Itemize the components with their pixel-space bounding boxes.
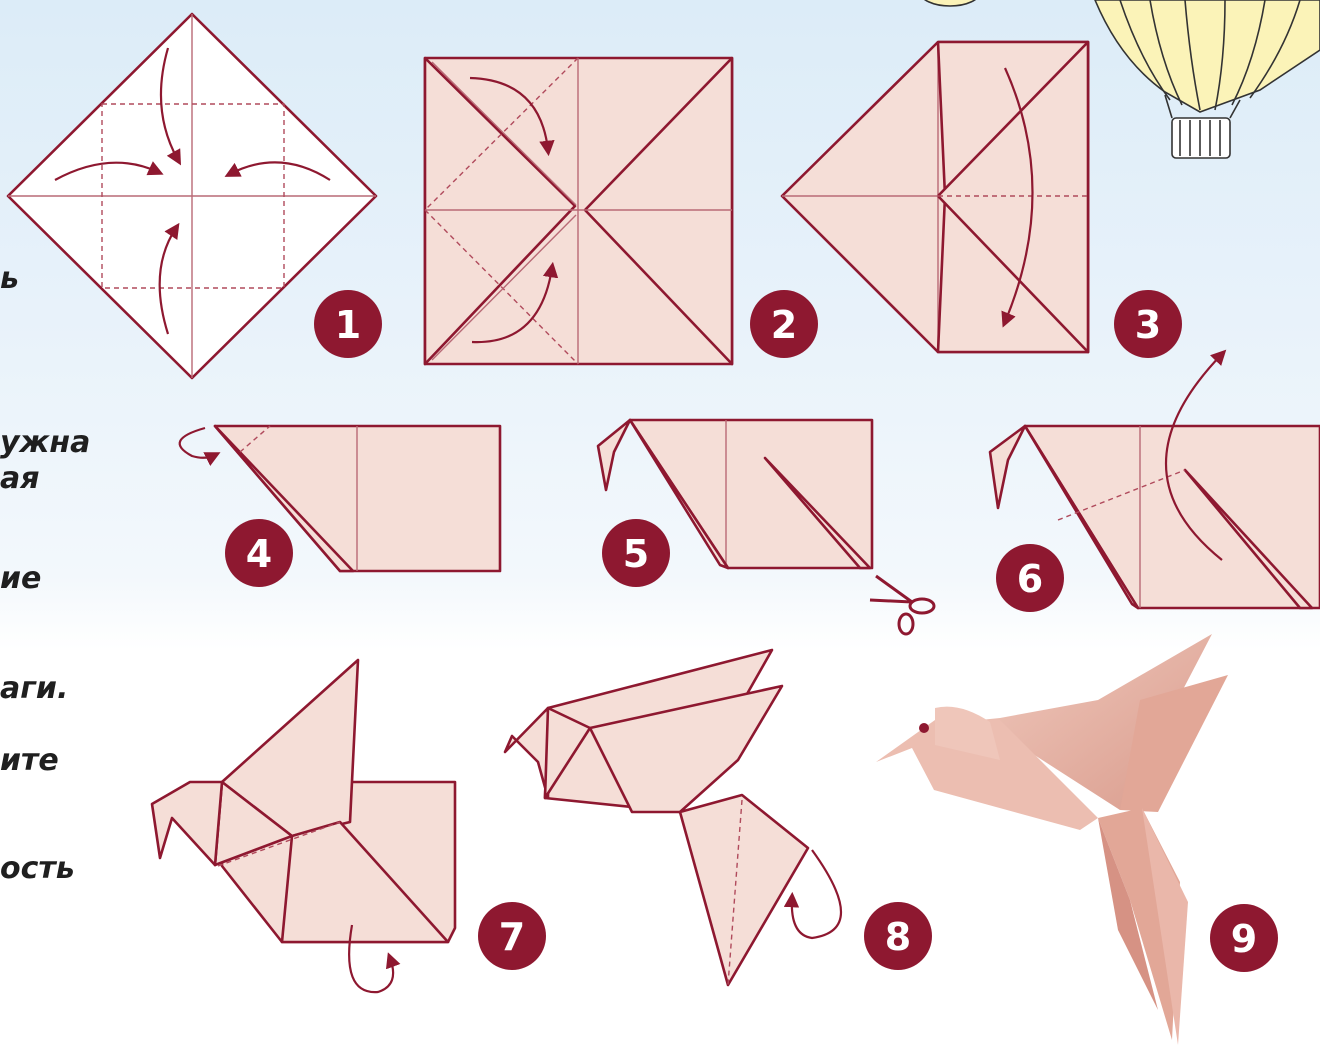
svg-text:1: 1 [335, 303, 361, 347]
step-badge-8: 8 [864, 902, 932, 970]
svg-text:2: 2 [771, 303, 797, 347]
step-8-diagram [505, 650, 841, 985]
svg-text:8: 8 [885, 915, 911, 959]
svg-text:4: 4 [246, 532, 272, 576]
step-badge-5: 5 [602, 519, 670, 587]
step-badge-4: 4 [225, 519, 293, 587]
svg-text:9: 9 [1231, 917, 1257, 961]
step-9-finished-bird [876, 634, 1228, 1045]
svg-text:7: 7 [499, 915, 525, 959]
svg-text:6: 6 [1017, 557, 1043, 601]
step-2-diagram [425, 58, 732, 364]
scissors-icon [870, 576, 934, 634]
step-badge-2: 2 [750, 290, 818, 358]
step-badge-6: 6 [996, 544, 1064, 612]
step-badge-9: 9 [1210, 904, 1278, 972]
svg-text:3: 3 [1135, 303, 1161, 347]
svg-text:5: 5 [623, 532, 649, 576]
step-badge-1: 1 [314, 290, 382, 358]
step-badge-7: 7 [478, 902, 546, 970]
step-badge-3: 3 [1114, 290, 1182, 358]
step-7-diagram [152, 660, 455, 992]
step-3-diagram [782, 42, 1088, 352]
